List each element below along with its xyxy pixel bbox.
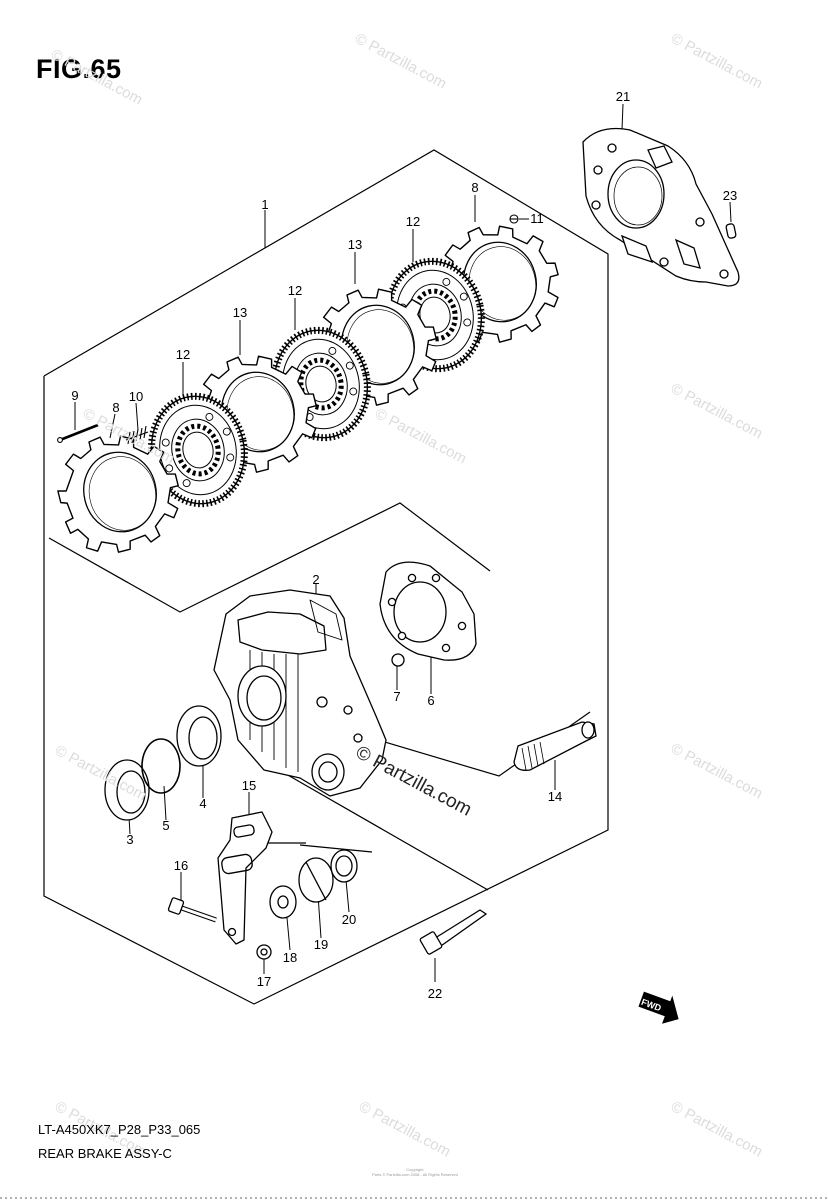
gasket-part <box>582 127 740 287</box>
callout-2[interactable]: 2 <box>312 572 320 587</box>
callout-6[interactable]: 6 <box>427 693 435 708</box>
copyright-line-1: Copyright <box>406 1167 424 1172</box>
callout-14[interactable]: 14 <box>547 789 563 804</box>
cover-plate-part <box>379 561 477 667</box>
assembly-boundary-lines <box>43 149 609 1005</box>
callout-5[interactable]: 5 <box>162 818 170 833</box>
callout-4[interactable]: 4 <box>199 796 207 811</box>
callout-20[interactable]: 20 <box>341 912 357 927</box>
callout-16[interactable]: 16 <box>173 858 189 873</box>
brake-housing-part <box>213 589 387 797</box>
callout-11[interactable]: 11 <box>530 211 544 226</box>
figure-title: FIG.65 <box>36 54 122 84</box>
small-parts <box>57 214 519 445</box>
callout-9[interactable]: 9 <box>71 388 79 403</box>
shaft-part <box>513 721 597 771</box>
callout-17[interactable]: 17 <box>256 974 272 989</box>
plate-stack <box>47 210 572 564</box>
callout-7[interactable]: 7 <box>393 689 401 704</box>
model-code: LT-A450XK7_P28_P33_065 <box>38 1122 201 1137</box>
linkage-parts <box>167 811 358 960</box>
callout-3[interactable]: 3 <box>126 832 134 847</box>
callout-12-right[interactable]: 12 <box>405 214 421 229</box>
diagram-caption: REAR BRAKE ASSY-C <box>38 1146 172 1161</box>
callout-8-top[interactable]: 8 <box>471 180 479 195</box>
seals-and-bearing <box>104 705 222 821</box>
copyright-notice: Copyright Parts © Partzilla.com 2008 - A… <box>372 1167 458 1177</box>
callout-8-left[interactable]: 8 <box>112 400 120 415</box>
callout-19[interactable]: 19 <box>313 937 329 952</box>
callout-10[interactable]: 10 <box>128 389 144 404</box>
callout-22[interactable]: 22 <box>427 986 443 1001</box>
callout-13-right[interactable]: 13 <box>347 237 363 252</box>
callout-13-left[interactable]: 13 <box>232 305 248 320</box>
copyright-line-2: Parts © Partzilla.com 2008 - All Rights … <box>372 1172 458 1177</box>
callout-21[interactable]: 21 <box>615 89 631 104</box>
callout-1[interactable]: 1 <box>261 197 269 212</box>
callout-12-middle[interactable]: 12 <box>287 283 303 298</box>
callout-18[interactable]: 18 <box>282 950 298 965</box>
callout-12-left[interactable]: 12 <box>175 347 191 362</box>
callout-15[interactable]: 15 <box>241 778 257 793</box>
bolt-22-part <box>419 909 488 955</box>
callout-23[interactable]: 23 <box>722 188 738 203</box>
fwd-arrow-icon <box>638 991 679 1024</box>
